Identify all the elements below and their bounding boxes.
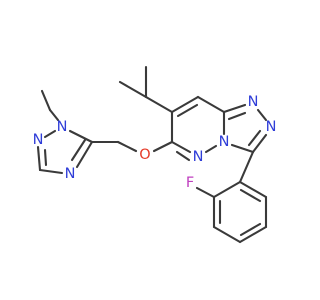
- atom-f-fluoro: F: [186, 175, 194, 191]
- atom-labels: N N N O N N N N F: [33, 94, 277, 191]
- structure-svg: N N N O N N N N F: [33, 65, 277, 244]
- atom-o-ether: O: [139, 147, 150, 163]
- ethyl-group: [40, 89, 60, 122]
- atom-n-ethyl: N: [57, 119, 68, 135]
- atom-n-right-triazole-mid: N: [266, 119, 277, 135]
- fluorophenyl-ring: [195, 150, 268, 244]
- molecule-diagram: N N N O N N N N F: [33, 65, 277, 244]
- right-triazole-ring: [222, 103, 268, 154]
- atom-n-left-triazole-right: N: [65, 166, 76, 182]
- ether-linker: [90, 140, 174, 153]
- atom-n-pyridazine-2: N: [219, 134, 230, 150]
- atom-n-right-triazole-top: N: [248, 94, 259, 110]
- left-triazole-ring: [36, 129, 94, 175]
- isopropyl-group: [118, 65, 174, 114]
- pyridazine-ring: [170, 95, 226, 162]
- atom-n-left-triazole-bottom: N: [33, 132, 44, 148]
- atom-n-pyridazine-1: N: [193, 149, 204, 165]
